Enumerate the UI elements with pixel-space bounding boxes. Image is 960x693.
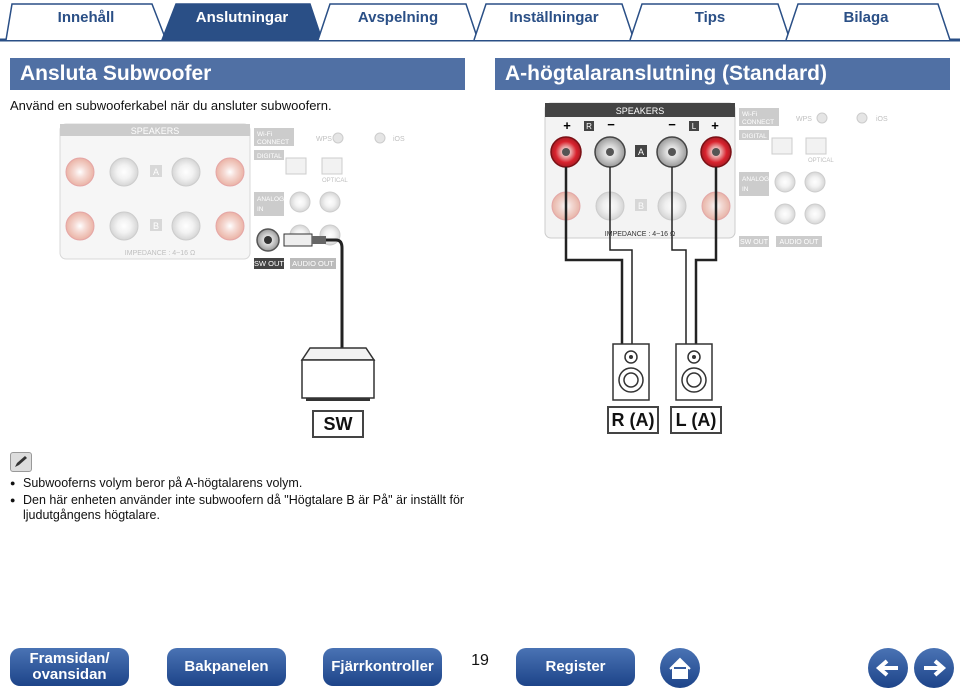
- audio-out-label: AUDIO OUT: [292, 259, 334, 268]
- register-button[interactable]: Register: [516, 648, 635, 686]
- sw-out-port: SW OUT AUDIO OUT: [254, 228, 336, 269]
- right-rear-panel: SPEAKERS + R − − L + A B IMPEDANCE : 4~1…: [544, 102, 888, 247]
- right-impedance-label: IMPEDANCE : 4~16 Ω: [605, 231, 675, 238]
- svg-text:R: R: [586, 122, 592, 131]
- l-a-label: L (A): [670, 406, 722, 434]
- section-title-a-speaker: A-högtalaranslutning (Standard): [495, 58, 950, 90]
- svg-text:Wi-Fi: Wi-Fi: [257, 131, 272, 138]
- section-title-subwoofer: Ansluta Subwoofer: [10, 58, 465, 90]
- home-button[interactable]: Framsidan/ ovansidan: [10, 648, 129, 686]
- svg-text:+: +: [711, 118, 719, 133]
- note-item: Subwooferns volym beror på A-högtalarens…: [10, 476, 470, 491]
- speaker-wires: [564, 167, 718, 345]
- speaker-l-icon: [675, 343, 713, 401]
- left-impedance-label: IMPEDANCE : 4~16 Ω: [125, 250, 195, 257]
- tab-installningar[interactable]: Inställningar: [509, 9, 599, 26]
- left-wps-label: WPS: [316, 136, 332, 143]
- arrow-left-icon[interactable]: [868, 648, 908, 688]
- svg-text:+: +: [563, 118, 571, 133]
- tab-avspelning[interactable]: Avspelning: [357, 9, 439, 26]
- left-optical-label: OPTICAL: [322, 178, 348, 184]
- notes-list: Subwooferns volym beror på A-högtalarens…: [10, 476, 470, 525]
- page-number: 19: [471, 652, 489, 669]
- pencil-icon: [10, 452, 32, 472]
- right-a-label: A: [638, 147, 644, 157]
- svg-text:AUDIO OUT: AUDIO OUT: [780, 239, 820, 246]
- svg-text:IN: IN: [742, 186, 749, 193]
- note-item: Den här enheten använder inte subwoofern…: [10, 493, 470, 523]
- back-panel-button[interactable]: Bakpanelen: [167, 648, 286, 686]
- svg-text:IN: IN: [257, 206, 264, 213]
- speaker-r-icon: [612, 343, 650, 401]
- left-b-label: B: [153, 221, 159, 231]
- tab-innehall[interactable]: Innehåll: [57, 9, 115, 26]
- subwoofer-icon: [300, 347, 376, 401]
- left-ios-label: iOS: [393, 136, 405, 143]
- svg-text:ANALOG: ANALOG: [257, 196, 284, 203]
- connection-diagram: SPEAKERS A B IMPEDANCE : 4~16 Ω Wi-Fi CO…: [59, 102, 888, 401]
- svg-text:SW OUT: SW OUT: [740, 239, 769, 246]
- r-a-label: R (A): [607, 406, 659, 434]
- tab-shapes: [0, 3, 960, 42]
- svg-text:CONNECT: CONNECT: [742, 119, 774, 126]
- left-digital-label: DIGITAL: [257, 153, 282, 160]
- home-icon[interactable]: [660, 648, 700, 688]
- svg-text:OPTICAL: OPTICAL: [808, 158, 834, 164]
- remote-button[interactable]: Fjärrkontroller: [323, 648, 442, 686]
- tab-anslutningar[interactable]: Anslutningar: [195, 9, 289, 26]
- left-rear-panel: SPEAKERS A B IMPEDANCE : 4~16 Ω Wi-Fi CO…: [59, 123, 405, 260]
- tab-bar: Innehåll Anslutningar Avspelning Inställ…: [0, 0, 960, 42]
- intro-text: Använd en subwooferkabel när du ansluter…: [10, 98, 332, 113]
- svg-text:L: L: [692, 122, 697, 131]
- subwoofer-cable: [283, 233, 344, 348]
- svg-text:Wi-Fi: Wi-Fi: [742, 111, 757, 118]
- tab-tips[interactable]: Tips: [694, 9, 726, 26]
- sw-label: SW: [312, 410, 364, 438]
- svg-text:CONNECT: CONNECT: [257, 139, 289, 146]
- svg-text:−: −: [668, 117, 676, 132]
- left-a-label: A: [153, 167, 159, 177]
- svg-text:iOS: iOS: [876, 116, 888, 123]
- right-b-label: B: [638, 201, 644, 211]
- svg-text:DIGITAL: DIGITAL: [742, 133, 767, 140]
- tab-bilaga[interactable]: Bilaga: [843, 9, 889, 26]
- arrow-right-icon[interactable]: [914, 648, 954, 688]
- sw-out-label: SW OUT: [254, 259, 284, 268]
- speakers-label-left: SPEAKERS: [131, 126, 180, 136]
- speakers-label-right: SPEAKERS: [616, 106, 665, 116]
- svg-text:−: −: [607, 117, 615, 132]
- svg-text:WPS: WPS: [796, 116, 812, 123]
- svg-text:ANALOG: ANALOG: [742, 176, 769, 183]
